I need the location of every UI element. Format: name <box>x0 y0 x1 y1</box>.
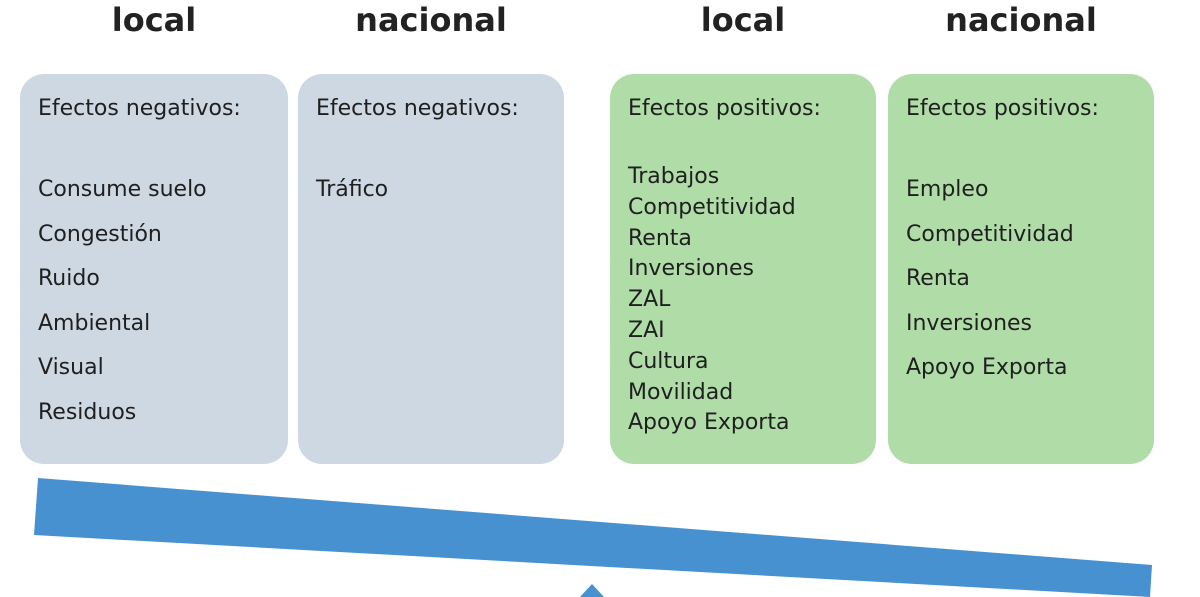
list-item: Apoyo Exporta <box>628 410 790 436</box>
list-item: Competitividad <box>906 221 1074 247</box>
panel-negative-national: Efectos negativos: Tráfico <box>298 74 564 464</box>
panel-positive-national: Efectos positivos: Empleo Competitividad… <box>888 74 1154 464</box>
effects-list: Consume suelo Congestión Ruido Ambiental… <box>38 168 278 435</box>
panel-title: Efectos negativos: <box>316 96 519 121</box>
list-item: Trabajos <box>628 164 720 189</box>
effects-list: Trabajos Competitividad Renta Inversione… <box>628 162 866 439</box>
effects-list: Empleo Competitividad Renta Inversiones … <box>906 168 1144 391</box>
panel-positive-local: Efectos positivos: Trabajos Competitivid… <box>610 74 876 464</box>
heading-positive-national: nacional <box>945 1 1097 39</box>
list-item: Cultura <box>628 348 709 374</box>
panel-title: Efectos positivos: <box>906 96 1099 121</box>
list-item: Empleo <box>906 177 989 202</box>
list-item: Tráfico <box>316 177 389 202</box>
list-item: Inversiones <box>906 310 1033 336</box>
effects-list: Tráfico <box>316 168 554 213</box>
list-item: Ruido <box>38 266 100 291</box>
heading-positive-local: local <box>700 1 786 39</box>
list-item: Ambiental <box>38 310 151 336</box>
list-item: Visual <box>38 355 104 380</box>
heading-negative-local: local <box>111 1 197 39</box>
list-item: ZAL <box>628 287 671 313</box>
list-item: Consume suelo <box>38 177 207 202</box>
balance-beam <box>34 478 1152 597</box>
list-item: Movilidad <box>628 379 734 405</box>
list-item: Renta <box>628 225 692 251</box>
panel-title: Efectos positivos: <box>628 96 821 121</box>
list-item: Renta <box>906 266 970 291</box>
list-item: Residuos <box>38 399 137 425</box>
heading-negative-national: nacional <box>355 1 507 39</box>
list-item: Apoyo Exporta <box>906 355 1068 380</box>
list-item: Competitividad <box>628 194 796 220</box>
list-item: Inversiones <box>628 256 755 282</box>
balance-beam-graphic <box>34 478 1152 597</box>
list-item: ZAI <box>628 317 665 343</box>
fulcrum-triangle <box>580 584 604 597</box>
list-item: Congestión <box>38 221 162 247</box>
panel-title: Efectos negativos: <box>38 96 241 121</box>
panel-negative-local: Efectos negativos: Consume suelo Congest… <box>20 74 288 464</box>
